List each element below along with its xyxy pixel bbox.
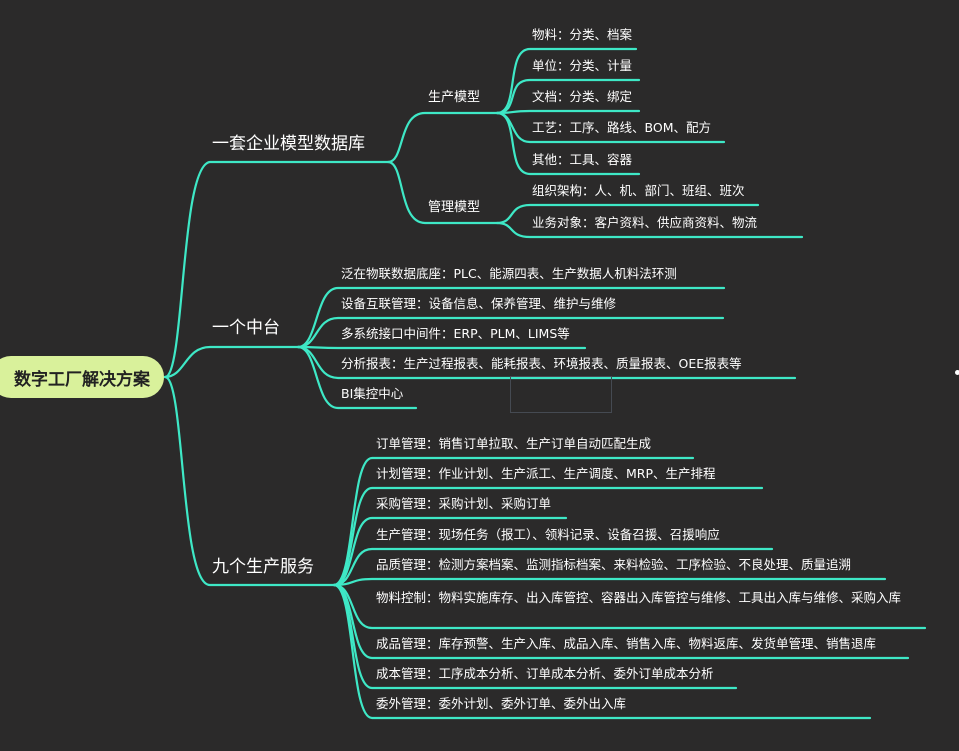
leaf-iot-base[interactable]: 泛在物联数据底座：PLC、能源四表、生产数据人机料法环测	[341, 266, 677, 281]
edge-dot	[955, 370, 959, 375]
leaf-organization[interactable]: 组织架构：人、机、部门、班组、班次	[532, 183, 745, 198]
leaf-order-management[interactable]: 订单管理：销售订单拉取、生产订单自动匹配生成	[376, 436, 652, 451]
leaf-cost-management[interactable]: 成本管理：工序成本分析、订单成本分析、委外订单成本分析	[376, 666, 714, 681]
leaf-unit[interactable]: 单位：分类、计量	[532, 58, 633, 73]
leaf-material-control[interactable]: 物料控制：物料实施库存、出入库管控、容器出入库管控与维修、工具出入库与维修、采购…	[376, 590, 902, 605]
leaf-outsourcing[interactable]: 委外管理：委外计划、委外订单、委外出入库	[376, 696, 627, 711]
leaf-production-management[interactable]: 生产管理：现场任务（报工）、领料记录、设备召援、召援响应	[376, 527, 720, 542]
leaf-document[interactable]: 文档：分类、绑定	[532, 89, 633, 104]
leaf-bi-center[interactable]: BI集控中心	[341, 386, 404, 401]
branch-services[interactable]: 九个生产服务	[212, 557, 314, 577]
node-production-model[interactable]: 生产模型	[428, 90, 481, 105]
leaf-device-management[interactable]: 设备互联管理：设备信息、保养管理、维护与维修	[341, 296, 617, 311]
leaf-other[interactable]: 其他：工具、容器	[532, 152, 633, 167]
empty-frame	[510, 376, 612, 413]
branch-platform[interactable]: 一个中台	[212, 318, 280, 338]
node-management-model[interactable]: 管理模型	[428, 200, 481, 215]
leaf-plan-management[interactable]: 计划管理：作业计划、生产派工、生产调度、MRP、生产排程	[376, 466, 716, 481]
leaf-quality-management[interactable]: 品质管理：检测方案档案、监测指标档案、来料检验、工序检验、不良处理、质量追溯	[376, 557, 852, 572]
leaf-business-object[interactable]: 业务对象：客户资料、供应商资料、物流	[532, 215, 758, 230]
leaf-finished-goods[interactable]: 成品管理：库存预警、生产入库、成品入库、销售入库、物料返库、发货单管理、销售退库	[376, 636, 877, 651]
root-node[interactable]: 数字工厂解决方案	[0, 356, 164, 398]
leaf-material[interactable]: 物料：分类、档案	[532, 27, 633, 42]
root-label: 数字工厂解决方案	[14, 369, 150, 390]
branch-database[interactable]: 一套企业模型数据库	[212, 134, 365, 154]
leaf-middleware[interactable]: 多系统接口中间件：ERP、PLM、LIMS等	[341, 326, 570, 341]
leaf-process[interactable]: 工艺：工序、路线、BOM、配方	[532, 120, 711, 135]
leaf-purchase-management[interactable]: 采购管理：采购计划、采购订单	[376, 496, 552, 511]
leaf-analysis-report[interactable]: 分析报表：生产过程报表、能耗报表、环境报表、质量报表、OEE报表等	[341, 356, 742, 371]
